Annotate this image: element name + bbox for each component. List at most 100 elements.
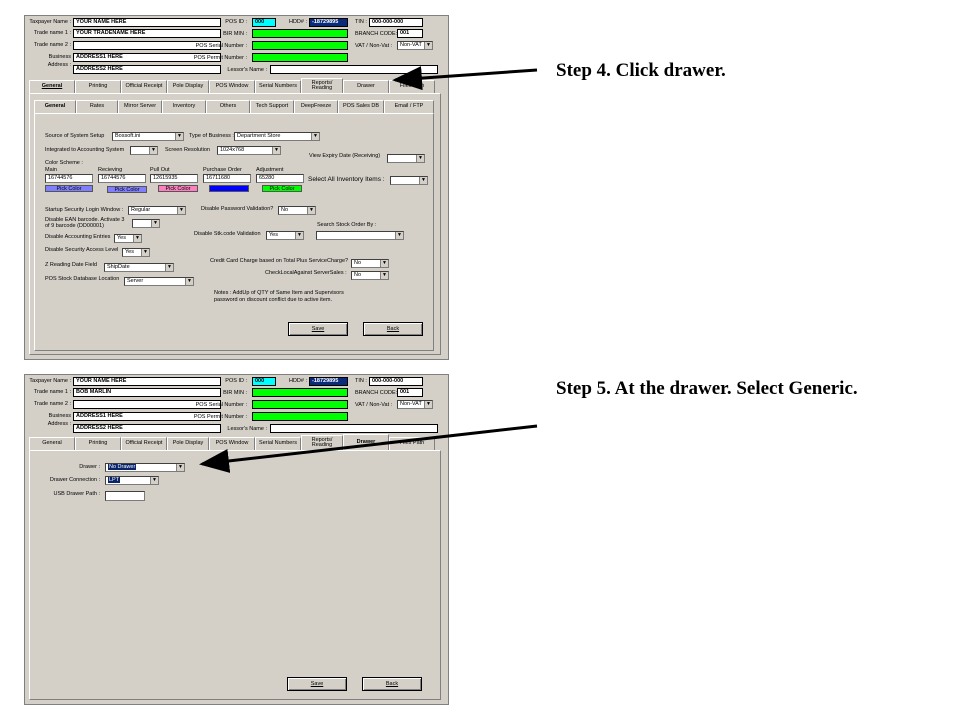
pick-color-adjustment-button[interactable]: Pick Color (262, 185, 302, 192)
back-button[interactable]: Back (363, 322, 423, 336)
business-type-dropdown[interactable]: Department Store▼ (234, 132, 320, 141)
address1-field[interactable]: ADDRESS1 HERE (73, 53, 221, 62)
expiry-date-dropdown[interactable]: ▼ (387, 154, 425, 163)
trade-name-1-label: Trade name 1 : (33, 30, 71, 36)
disable-accounting-dropdown[interactable]: Yes▼ (114, 234, 142, 243)
trade-name-1-field[interactable]: YOUR TRADENAME HERE (73, 29, 221, 38)
tab-serial-numbers[interactable]: Serial Numbers (255, 80, 301, 93)
disable-access-level-dropdown[interactable]: Yes▼ (122, 248, 150, 257)
pos-serial-field[interactable] (252, 400, 348, 409)
subtab-label: Email / FTP (394, 103, 424, 110)
tab-printing[interactable]: Printing (75, 80, 121, 93)
subtab-general[interactable]: General (34, 100, 76, 113)
subtab-inventory[interactable]: Inventory (162, 100, 206, 113)
disable-ean-dropdown[interactable]: ▼ (132, 219, 160, 228)
subtab-mirror-server[interactable]: Mirror Server (118, 100, 162, 113)
usb-drawer-path-field[interactable] (105, 491, 145, 501)
save-button[interactable]: Save (287, 677, 347, 691)
check-local-dropdown[interactable]: No▼ (351, 271, 389, 280)
tab-official-receipt[interactable]: Official Receipt (121, 437, 167, 450)
tab-serial-numbers[interactable]: Serial Numbers (255, 437, 301, 450)
taxpayer-field[interactable]: YOUR NAME HERE (73, 377, 221, 386)
tab-pos-window[interactable]: POS Window (209, 80, 255, 93)
subtab-email-ftp[interactable]: Email / FTP (384, 100, 434, 113)
chevron-down-icon: ▼ (311, 133, 319, 140)
branch-code-field[interactable]: 001 (397, 29, 423, 38)
integrated-accounting-dropdown[interactable]: ▼ (130, 146, 158, 155)
address1-field[interactable]: ADDRESS1 HERE (73, 412, 221, 421)
pos-id-field[interactable]: 000 (252, 18, 276, 27)
tin-field[interactable]: 000-000-000 (369, 18, 423, 27)
subtab-pos-sales-db[interactable]: POS Sales DB (338, 100, 384, 113)
color-pullout-field[interactable]: 12615935 (150, 174, 198, 183)
pick-color-main-button[interactable]: Pick Color (45, 185, 93, 192)
chevron-down-icon: ▼ (151, 220, 159, 227)
subtab-others[interactable]: Others (206, 100, 250, 113)
save-button[interactable]: Save (288, 322, 348, 336)
search-stock-order-dropdown[interactable]: ▼ (316, 231, 404, 240)
source-setup-dropdown[interactable]: Bossoft.ini▼ (112, 132, 184, 141)
chevron-down-icon: ▼ (295, 232, 303, 239)
address2-field[interactable]: ADDRESS2 HERE (73, 424, 221, 433)
drawer-label: Drawer : (79, 464, 100, 470)
lessor-field[interactable] (270, 65, 438, 74)
expiry-date-label: View Expiry Date (Receiving) (309, 153, 381, 159)
stkcode-validation-dropdown[interactable]: Yes▼ (266, 231, 304, 240)
back-button[interactable]: Back (362, 677, 422, 691)
drawer-connection-dropdown[interactable]: LPT▼ (105, 476, 159, 485)
screen-resolution-dropdown[interactable]: 1024x768▼ (217, 146, 281, 155)
dropdown-value: Bossoft.ini (115, 133, 141, 139)
pos-id-field[interactable]: 000 (252, 377, 276, 386)
branch-code-field[interactable]: 001 (397, 388, 423, 397)
tab-general[interactable]: General (29, 437, 75, 450)
subtab-tech-support[interactable]: Tech Support (250, 100, 294, 113)
tab-pole-display[interactable]: Pole Display (167, 80, 209, 93)
color-purchase-order-field[interactable]: 16711680 (203, 174, 251, 183)
trade-name-1-field[interactable]: BOB MARLIN (73, 388, 221, 397)
screen-resolution-label: Screen Resolution (165, 147, 210, 153)
subtab-deepfreeze[interactable]: DeepFreeze (294, 100, 338, 113)
tab-pos-window[interactable]: POS Window (209, 437, 255, 450)
color-main-field[interactable]: 16744576 (45, 174, 93, 183)
z-reading-dropdown[interactable]: ShipDate▼ (104, 263, 174, 272)
pos-permit-field[interactable] (252, 412, 348, 421)
trade-name-2-field[interactable] (73, 400, 221, 409)
tab-pole-display[interactable]: Pole Display (167, 437, 209, 450)
startup-login-dropdown[interactable]: Regular▼ (128, 206, 186, 215)
bir-min-field[interactable] (252, 29, 348, 38)
tab-official-receipt[interactable]: Official Receipt (121, 80, 167, 93)
color-recieving-field[interactable]: 16744576 (98, 174, 146, 183)
color-adjustment-field[interactable]: 65280 (256, 174, 304, 183)
tab-printing[interactable]: Printing (75, 437, 121, 450)
vat-dropdown[interactable]: Non-VAT▼ (397, 400, 433, 409)
tab-label: Drawer (357, 83, 375, 90)
dropdown-value: LPT (108, 477, 121, 483)
dropdown-value: Server (127, 278, 144, 284)
tab-label: POS Window (215, 83, 249, 90)
tin-field[interactable]: 000-000-000 (369, 377, 423, 386)
pos-serial-field[interactable] (252, 41, 348, 50)
tab-drawer[interactable]: Drawer (343, 80, 389, 93)
taxpayer-field[interactable]: YOUR NAME HERE (73, 18, 221, 27)
bir-min-field[interactable] (252, 388, 348, 397)
tab-reports-reading[interactable]: Reports/ Reading (301, 78, 343, 93)
pick-color-recieving-button[interactable]: Pick Color (107, 186, 147, 193)
select-inventory-dropdown[interactable]: ▼ (390, 176, 428, 185)
drawer-dropdown[interactable]: No Drawer▼ (105, 463, 185, 472)
pick-color-pullout-button[interactable]: Pick Color (158, 185, 198, 192)
tab-label: Printing (88, 440, 108, 447)
pos-permit-field[interactable] (252, 53, 348, 62)
trade-name-2-field[interactable] (73, 41, 221, 50)
integrated-accounting-label: Integrated to Accounting System (45, 147, 125, 153)
lessor-field[interactable] (270, 424, 438, 433)
stock-db-location-dropdown[interactable]: Server▼ (124, 277, 194, 286)
tab-reports-reading[interactable]: Reports/ Reading (301, 435, 343, 450)
subtab-rates[interactable]: Rates (76, 100, 118, 113)
tab-general[interactable]: General (29, 80, 75, 93)
disable-password-dropdown[interactable]: No▼ (278, 206, 316, 215)
address2-field[interactable]: ADDRESS2 HERE (73, 65, 221, 74)
credit-card-charge-dropdown[interactable]: No▼ (351, 259, 389, 268)
disable-ean-label-1: Disable EAN barcode. Activate 3 (45, 217, 125, 223)
vat-dropdown[interactable]: Non-VAT▼ (397, 41, 433, 50)
pick-color-purchase-order-button[interactable] (209, 185, 249, 192)
